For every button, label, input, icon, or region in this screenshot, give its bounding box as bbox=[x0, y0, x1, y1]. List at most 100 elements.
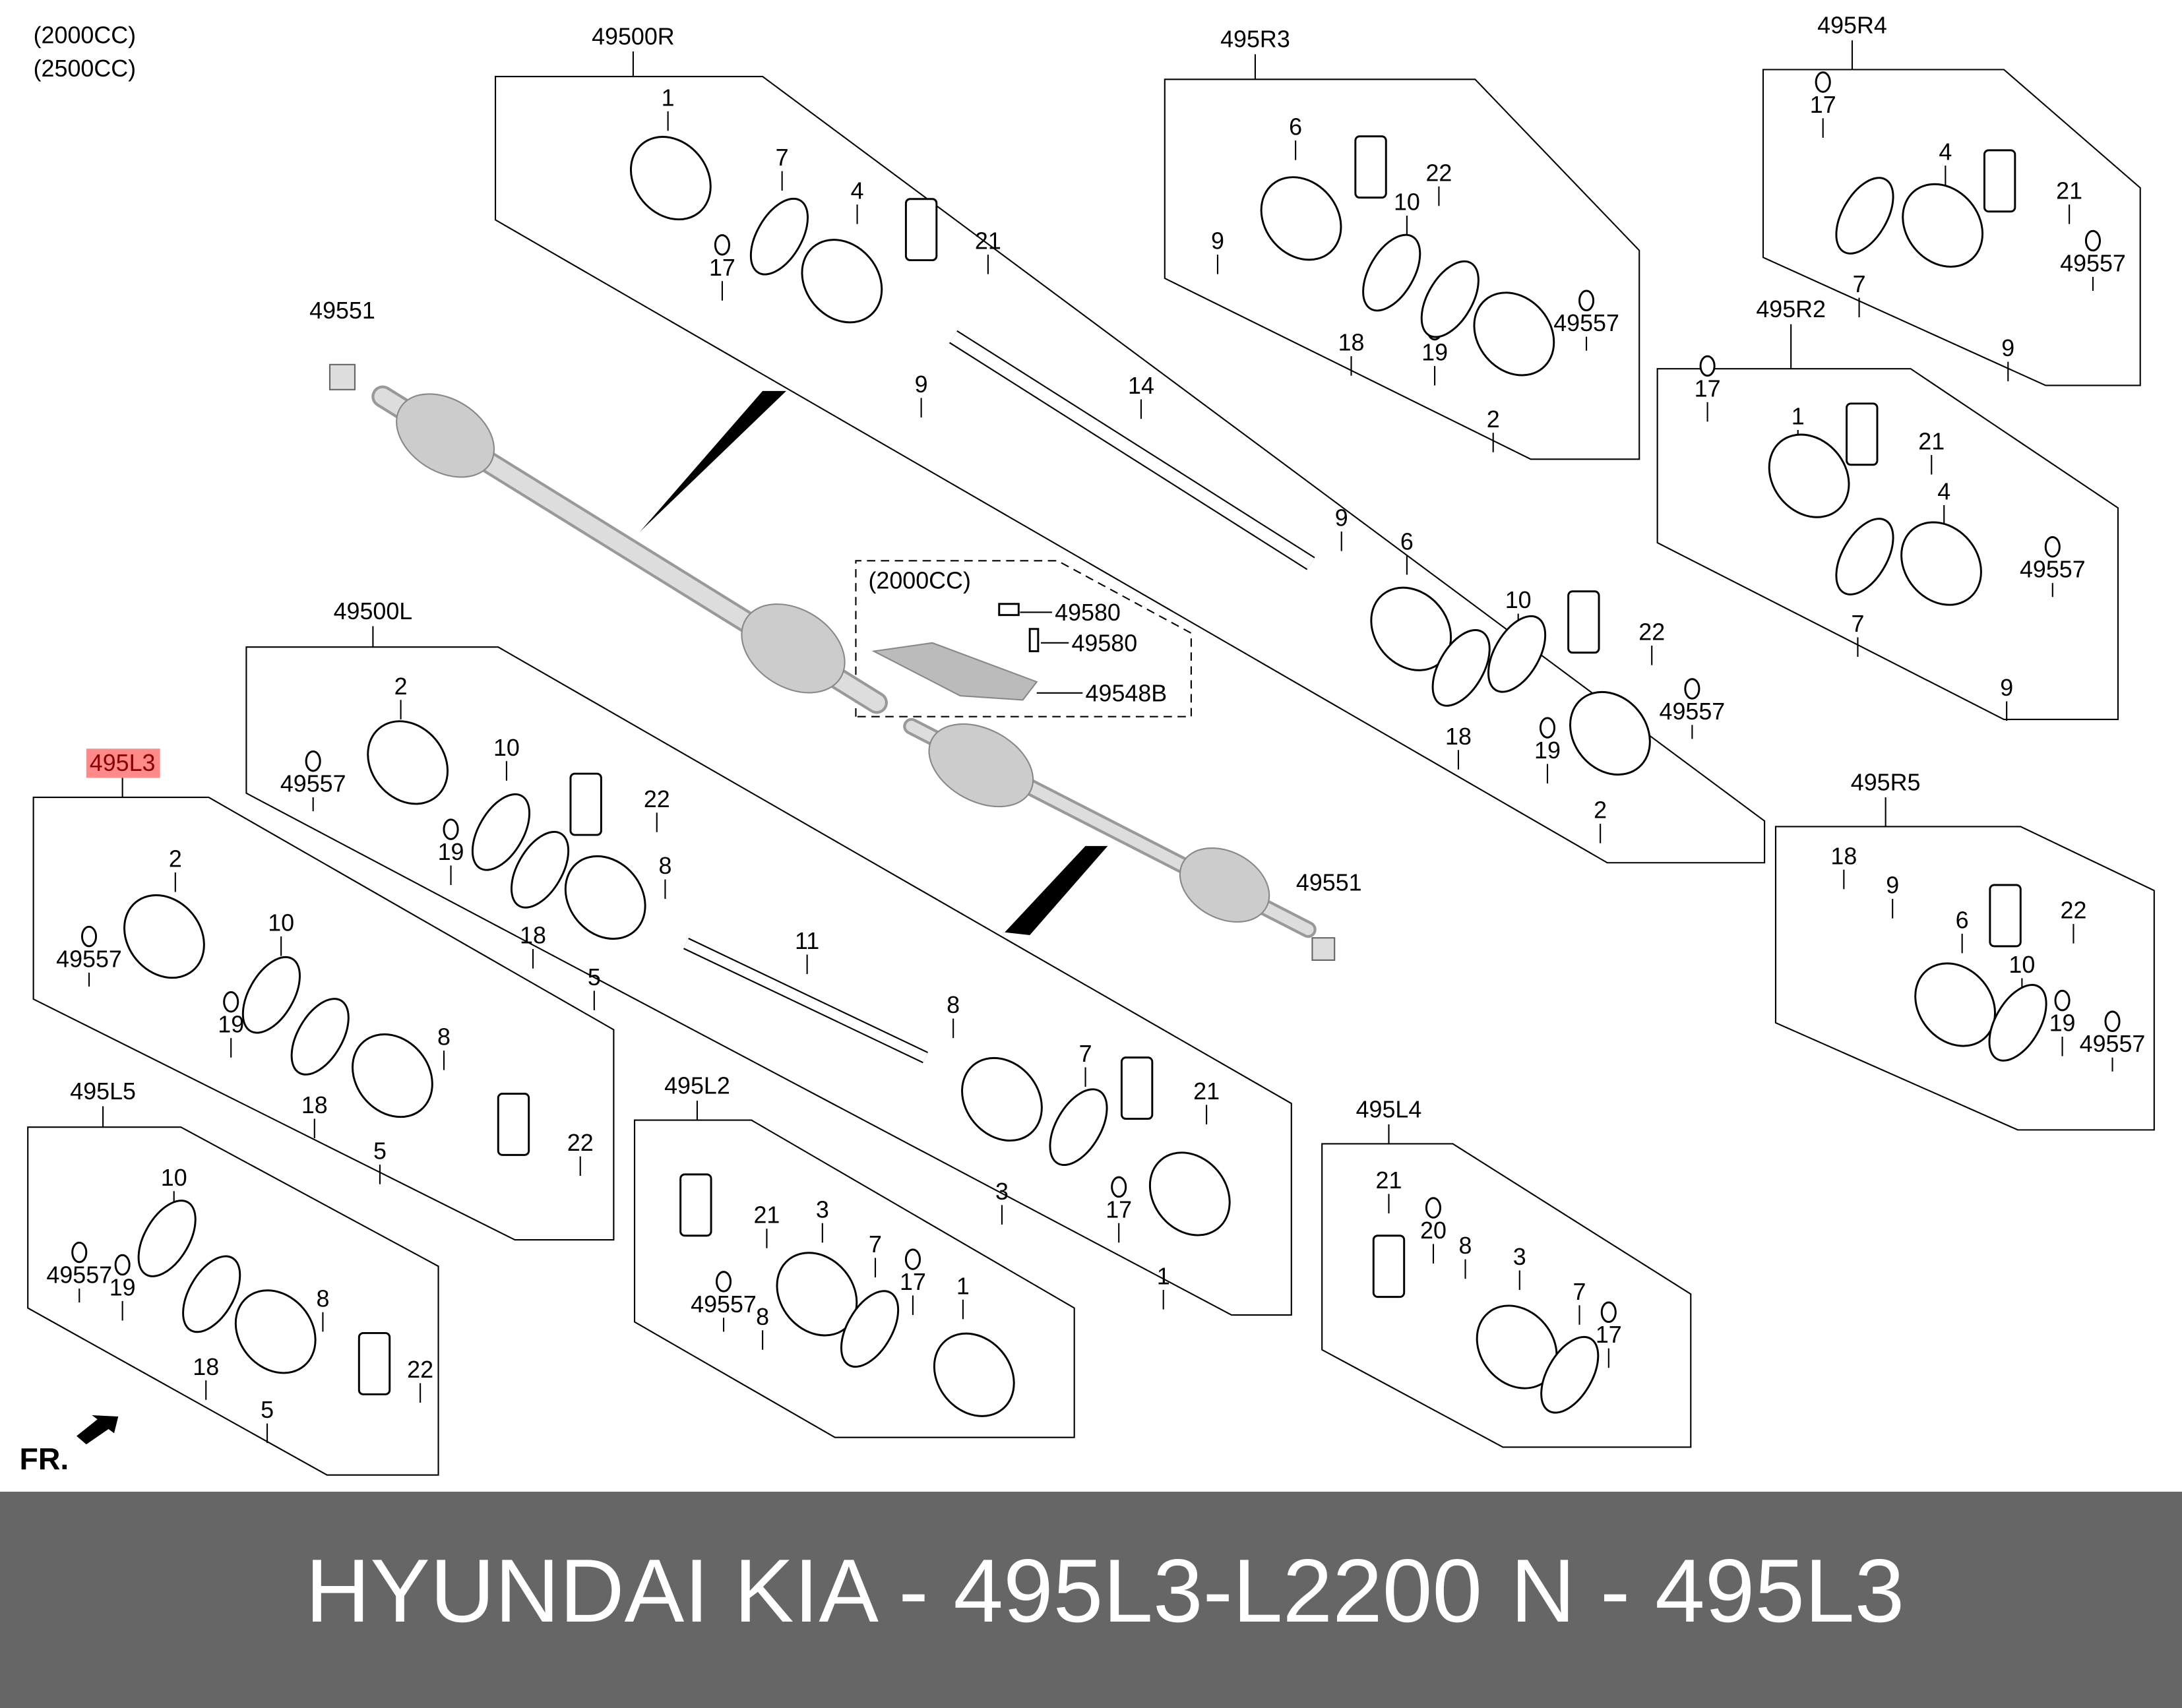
part-callout[interactable]: 22 bbox=[567, 1130, 594, 1156]
group-code-495r4[interactable]: 495R4 bbox=[1817, 13, 1887, 39]
part-callout[interactable]: 10 bbox=[493, 735, 520, 761]
part-callout[interactable]: 18 bbox=[1445, 723, 1472, 750]
part-callout[interactable]: 19 bbox=[1534, 737, 1561, 764]
group-code-49500l[interactable]: 49500L bbox=[334, 598, 413, 625]
part-callout[interactable]: 8 bbox=[316, 1285, 329, 1312]
part-callout[interactable]: 21 bbox=[975, 228, 1001, 255]
part-callout[interactable]: 17 bbox=[709, 255, 735, 281]
part-callout[interactable]: 2 bbox=[1594, 797, 1607, 824]
part-callout[interactable]: 8 bbox=[1459, 1233, 1472, 1259]
part-callout[interactable]: 17 bbox=[1810, 92, 1836, 118]
part-callout[interactable]: 3 bbox=[816, 1196, 829, 1223]
part-callout[interactable]: 19 bbox=[438, 839, 464, 865]
part-callout[interactable]: 9 bbox=[1886, 872, 1899, 899]
part-callout[interactable]: 19 bbox=[1421, 340, 1448, 366]
part-callout[interactable]: 49557 bbox=[56, 946, 122, 972]
part-callout[interactable]: 17 bbox=[1695, 375, 1721, 402]
callout-49551-top[interactable]: 49551 bbox=[309, 297, 375, 324]
part-callout[interactable]: 21 bbox=[1193, 1078, 1220, 1105]
part-callout[interactable]: 1 bbox=[1157, 1264, 1170, 1290]
part-callout[interactable]: 10 bbox=[268, 910, 294, 936]
part-callout[interactable]: 49557 bbox=[2080, 1031, 2146, 1057]
part-callout[interactable]: 10 bbox=[1505, 587, 1532, 613]
part-callout[interactable]: 22 bbox=[1638, 619, 1665, 646]
part-callout[interactable]: 6 bbox=[1400, 528, 1414, 555]
part-callout[interactable]: 5 bbox=[261, 1397, 274, 1423]
part-callout[interactable]: 4 bbox=[1939, 139, 1952, 166]
part-callout[interactable]: 21 bbox=[2056, 178, 2082, 204]
part-callout[interactable]: 2 bbox=[1487, 406, 1500, 433]
part-callout[interactable]: 22 bbox=[1425, 160, 1452, 186]
group-code-495l5[interactable]: 495L5 bbox=[70, 1078, 136, 1105]
group-code-495l2[interactable]: 495L2 bbox=[664, 1073, 730, 1099]
part-callout[interactable]: 5 bbox=[588, 964, 601, 991]
callout-49551-bottom[interactable]: 49551 bbox=[1296, 869, 1362, 896]
part-callout[interactable]: 18 bbox=[520, 923, 546, 949]
group-code-495r3[interactable]: 495R3 bbox=[1220, 26, 1290, 53]
part-callout[interactable]: 18 bbox=[301, 1092, 328, 1118]
part-callout[interactable]: 7 bbox=[1853, 271, 1866, 297]
part-callout[interactable]: 9 bbox=[1335, 505, 1348, 532]
part-callout[interactable]: 49557 bbox=[2020, 557, 2086, 583]
part-callout[interactable]: 18 bbox=[193, 1354, 219, 1380]
group-code-495l4[interactable]: 495L4 bbox=[1356, 1096, 1422, 1122]
part-callout[interactable]: 19 bbox=[109, 1274, 136, 1300]
group-code-495r2[interactable]: 495R2 bbox=[1756, 296, 1826, 322]
part-callout[interactable]: 9 bbox=[1211, 228, 1224, 255]
part-callout[interactable]: 2 bbox=[169, 846, 182, 872]
part-callout[interactable]: 19 bbox=[218, 1012, 244, 1038]
part-callout[interactable]: 1 bbox=[1792, 404, 1805, 430]
part-callout[interactable]: 3 bbox=[995, 1178, 1009, 1205]
part-callout[interactable]: 21 bbox=[1918, 429, 1945, 455]
callout-49580-upper[interactable]: 49580 bbox=[1055, 599, 1121, 626]
part-callout[interactable]: 22 bbox=[2061, 898, 2087, 924]
part-callout[interactable]: 5 bbox=[373, 1138, 387, 1165]
part-callout[interactable]: 18 bbox=[1338, 330, 1365, 356]
part-callout[interactable]: 11 bbox=[795, 928, 819, 954]
part-callout[interactable]: 8 bbox=[437, 1024, 451, 1051]
part-callout[interactable]: 49557 bbox=[2060, 250, 2126, 276]
part-callout[interactable]: 4 bbox=[851, 178, 864, 204]
part-callout[interactable]: 1 bbox=[662, 84, 675, 111]
part-callout[interactable]: 20 bbox=[1420, 1217, 1447, 1244]
part-callout[interactable]: 2 bbox=[394, 673, 408, 700]
part-callout[interactable]: 9 bbox=[915, 371, 928, 398]
callout-49580-lower[interactable]: 49580 bbox=[1071, 630, 1137, 657]
part-callout[interactable]: 21 bbox=[753, 1202, 780, 1229]
group-code-49500r[interactable]: 49500R bbox=[592, 24, 675, 50]
group-code-495r5[interactable]: 495R5 bbox=[1851, 770, 1921, 796]
part-callout[interactable]: 8 bbox=[658, 853, 671, 879]
part-callout[interactable]: 49557 bbox=[691, 1291, 757, 1318]
callout-49548B[interactable]: 49548B bbox=[1086, 680, 1168, 706]
part-callout[interactable]: 49557 bbox=[46, 1262, 112, 1288]
part-callout[interactable]: 7 bbox=[1079, 1041, 1092, 1067]
group-code-495l3[interactable]: 495L3 bbox=[90, 750, 156, 776]
part-callout[interactable]: 22 bbox=[407, 1357, 433, 1383]
part-callout[interactable]: 17 bbox=[1106, 1196, 1132, 1223]
part-callout[interactable]: 6 bbox=[1289, 114, 1302, 140]
part-callout[interactable]: 14 bbox=[1128, 373, 1154, 399]
part-callout[interactable]: 1 bbox=[956, 1273, 970, 1299]
part-callout[interactable]: 7 bbox=[869, 1231, 882, 1258]
part-callout[interactable]: 4 bbox=[1937, 479, 1950, 505]
part-callout[interactable]: 9 bbox=[2000, 675, 2013, 701]
part-callout[interactable]: 3 bbox=[1513, 1244, 1526, 1270]
part-callout[interactable]: 21 bbox=[1376, 1167, 1402, 1194]
part-callout[interactable]: 6 bbox=[1956, 907, 1969, 933]
part-callout[interactable]: 8 bbox=[947, 992, 960, 1018]
part-callout[interactable]: 49557 bbox=[1660, 698, 1726, 725]
part-callout[interactable]: 17 bbox=[900, 1269, 926, 1295]
part-callout[interactable]: 10 bbox=[161, 1165, 187, 1191]
part-callout[interactable]: 10 bbox=[1394, 189, 1420, 216]
part-callout[interactable]: 49557 bbox=[280, 771, 346, 797]
part-callout[interactable]: 18 bbox=[1830, 843, 1857, 869]
part-callout[interactable]: 19 bbox=[2049, 1010, 2076, 1037]
part-callout[interactable]: 10 bbox=[2009, 952, 2035, 978]
part-callout[interactable]: 9 bbox=[2001, 335, 2014, 361]
part-callout[interactable]: 8 bbox=[756, 1304, 769, 1330]
part-callout[interactable]: 7 bbox=[1573, 1279, 1586, 1305]
part-callout[interactable]: 7 bbox=[776, 144, 789, 171]
part-callout[interactable]: 49557 bbox=[1553, 310, 1619, 336]
part-callout[interactable]: 7 bbox=[1851, 611, 1864, 637]
part-callout[interactable]: 22 bbox=[644, 786, 670, 812]
